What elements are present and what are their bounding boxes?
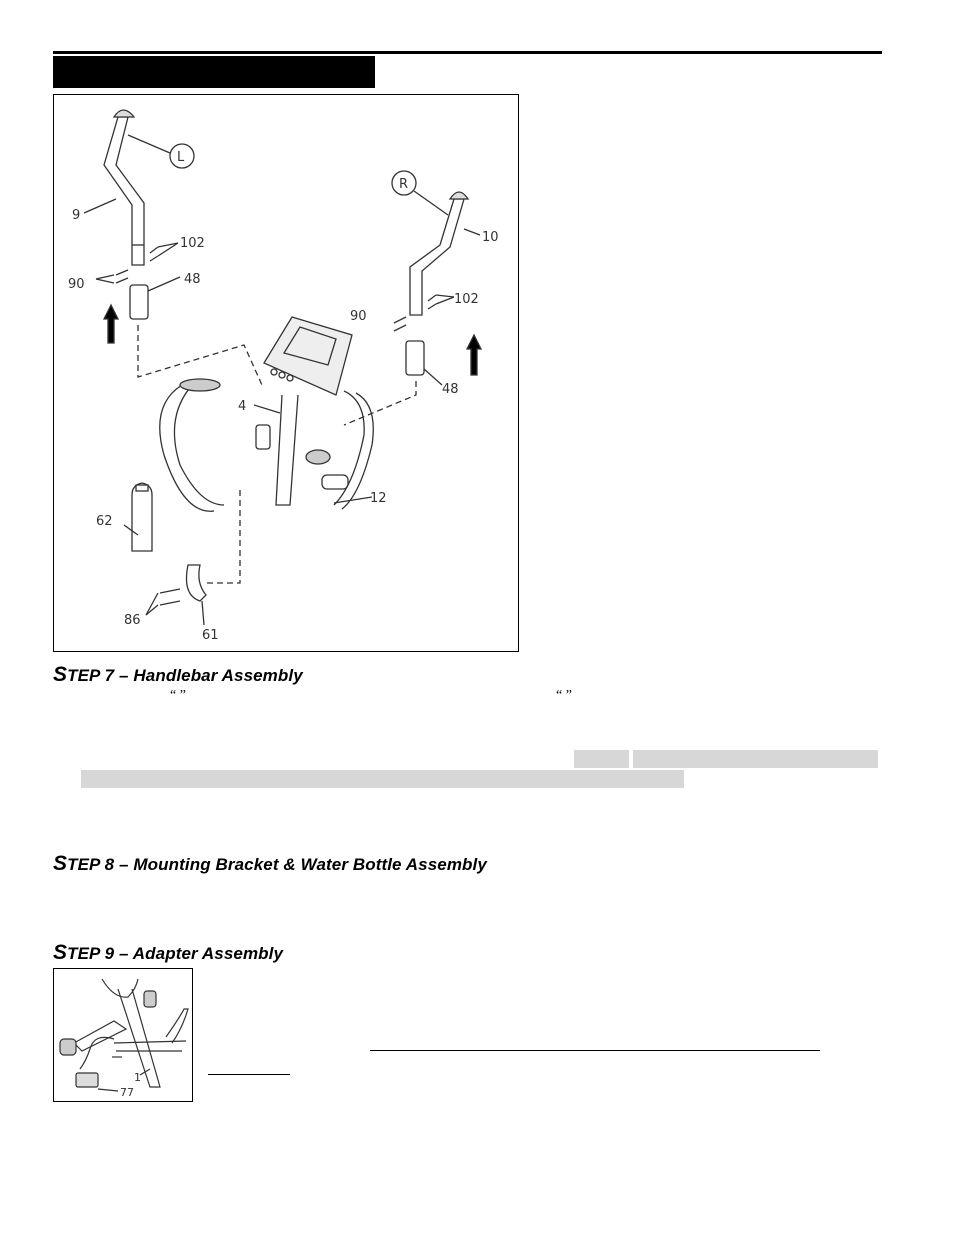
adapter-drawing: 1 77 — [59, 978, 189, 1099]
step-8-prefix: S — [53, 852, 68, 875]
step-8-heading: STEP 8 – Mounting Bracket & Water Bottle… — [53, 852, 487, 876]
highlight-block — [81, 770, 684, 788]
label-12: 12 — [370, 491, 387, 506]
handlebar-assembly-figure: L R 9 10 102 102 90 90 48 48 4 12 62 86 … — [53, 94, 519, 652]
label-L: L — [177, 150, 185, 165]
step-9-prefix: S — [53, 941, 68, 964]
step-7-quote-2: “ ” — [556, 688, 572, 703]
highlight-block — [633, 750, 878, 768]
section-title-bar — [53, 56, 375, 88]
assembly-drawing: L R 9 10 102 102 90 90 48 48 4 12 62 86 … — [68, 109, 499, 643]
header-rule — [53, 51, 882, 54]
step-9-heading: STEP 9 – Adapter Assembly — [53, 941, 283, 965]
label-61: 61 — [202, 628, 219, 643]
label-86: 86 — [124, 613, 141, 628]
adapter-assembly-figure: 1 77 — [53, 968, 193, 1102]
label-90-left: 90 — [68, 277, 85, 292]
label-102-right: 102 — [454, 292, 479, 307]
label-10: 10 — [482, 230, 499, 245]
underline-rule — [208, 1074, 290, 1075]
label-62: 62 — [96, 514, 113, 529]
label-102-left: 102 — [180, 236, 205, 251]
step-7-title: TEP 7 – Handlebar Assembly — [67, 666, 303, 685]
step-9-title: TEP 9 – Adapter Assembly — [67, 944, 284, 963]
label-1: 1 — [134, 1071, 141, 1084]
label-R: R — [399, 177, 408, 192]
label-9: 9 — [72, 208, 80, 223]
step-7-prefix: S — [53, 663, 68, 686]
label-48-right: 48 — [442, 382, 459, 397]
label-48-left: 48 — [184, 272, 201, 287]
step-7-quote-1: “ ” — [170, 688, 186, 703]
highlight-block — [574, 750, 629, 768]
label-77: 77 — [120, 1086, 134, 1099]
label-4: 4 — [238, 399, 246, 414]
label-90-right: 90 — [350, 309, 367, 324]
step-7-heading: STEP 7 – Handlebar Assembly — [53, 663, 303, 687]
step-8-title: TEP 8 – Mounting Bracket & Water Bottle … — [67, 855, 487, 874]
underline-rule — [370, 1050, 820, 1051]
